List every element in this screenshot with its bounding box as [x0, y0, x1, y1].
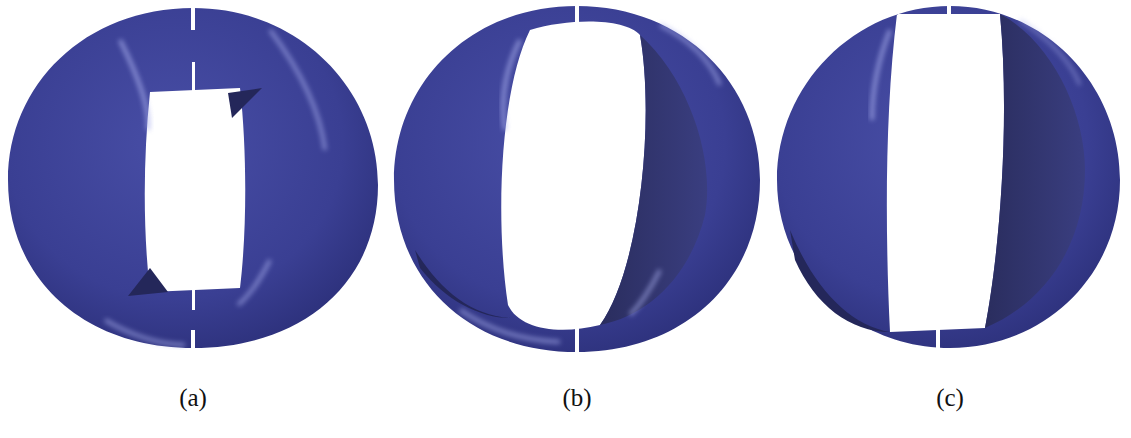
panel-label: (a) — [179, 384, 207, 412]
panel-label: (b) — [562, 384, 591, 412]
shell-a — [8, 6, 378, 350]
shell-c — [777, 4, 1120, 350]
panel-label: (c) — [936, 384, 964, 412]
shell-b — [394, 4, 760, 354]
